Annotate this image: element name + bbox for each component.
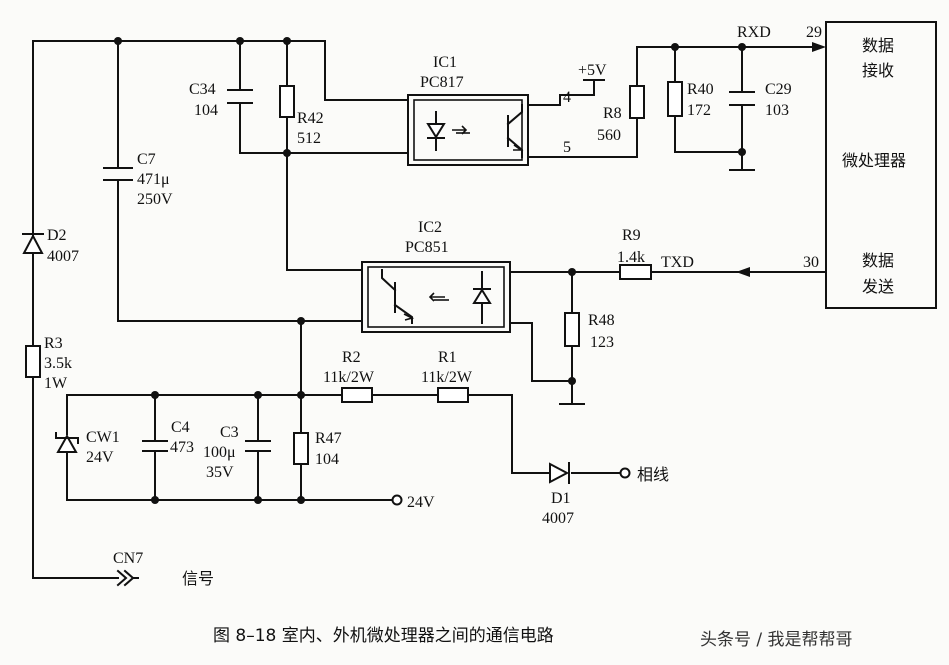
phase-label: 相线 bbox=[637, 465, 669, 484]
ic1-pin5: 5 bbox=[563, 139, 571, 156]
watermark: 头条号 / 我是帮帮哥 bbox=[700, 630, 853, 650]
phase-terminal bbox=[619, 467, 631, 479]
mcu-rx-line1: 数据 bbox=[862, 36, 894, 55]
r40-value: 172 bbox=[687, 102, 711, 119]
c4-value: 473 bbox=[170, 439, 194, 456]
resistor-r40 bbox=[667, 81, 683, 117]
labels: IC1 PC817 4 5 IC2 PC851 C34 104 R42 512 … bbox=[44, 24, 906, 650]
zener-diode-cw1 bbox=[55, 432, 79, 453]
capacitor-c29 bbox=[729, 91, 755, 106]
junction-dots bbox=[114, 37, 746, 504]
mcu-rx-line2: 接收 bbox=[862, 61, 894, 80]
r8-ref: R8 bbox=[603, 105, 622, 122]
diode-d2 bbox=[22, 227, 44, 254]
resistor-r47 bbox=[293, 432, 309, 465]
r47-ref: R47 bbox=[315, 430, 342, 447]
optocoupler-ic1 bbox=[407, 94, 529, 166]
r2-ref: R2 bbox=[342, 349, 361, 366]
c7-ref: C7 bbox=[137, 151, 156, 168]
r40-ref: R40 bbox=[687, 81, 714, 98]
resistor-r48 bbox=[564, 312, 580, 347]
resistor-r8 bbox=[629, 85, 645, 119]
d1-ref: D1 bbox=[551, 490, 571, 507]
r42-value: 512 bbox=[297, 130, 321, 147]
r3-value2: 1W bbox=[44, 375, 68, 392]
c7-value2: 250V bbox=[137, 191, 173, 208]
r9-ref: R9 bbox=[622, 227, 641, 244]
c34-ref: C34 bbox=[189, 81, 216, 98]
cn7-connector bbox=[116, 569, 139, 587]
d1-value: 4007 bbox=[542, 510, 574, 527]
capacitor-c3 bbox=[245, 440, 271, 452]
d2-value: 4007 bbox=[47, 248, 79, 265]
r48-ref: R48 bbox=[588, 312, 615, 329]
r1-ref: R1 bbox=[438, 349, 457, 366]
r9-value: 1.4k bbox=[617, 249, 645, 266]
resistor-r42 bbox=[279, 85, 295, 118]
figure-caption: 图 8–18 室内、外机微处理器之间的通信电路 bbox=[213, 626, 554, 646]
r3-value1: 3.5k bbox=[44, 355, 72, 372]
ic1-ref: IC1 bbox=[433, 54, 457, 71]
v24-label: 24V bbox=[407, 494, 435, 511]
ic1-part: PC817 bbox=[420, 74, 464, 91]
signal-label: 信号 bbox=[182, 569, 214, 588]
cw1-ref: CW1 bbox=[86, 429, 120, 446]
cw1-value: 24V bbox=[86, 449, 114, 466]
mcu-tx-line1: 数据 bbox=[862, 251, 894, 270]
r2-value: 11k/2W bbox=[323, 369, 375, 386]
ground-markers bbox=[559, 169, 755, 405]
diode-d1 bbox=[549, 462, 570, 484]
c34-value: 104 bbox=[194, 102, 218, 119]
ic2-part: PC851 bbox=[405, 239, 449, 256]
r1-value: 11k/2W bbox=[421, 369, 473, 386]
r42-ref: R42 bbox=[297, 110, 324, 127]
c3-ref: C3 bbox=[220, 424, 239, 441]
capacitor-c4 bbox=[142, 440, 168, 452]
rxd-label: RXD bbox=[737, 24, 771, 41]
mcu-title: 微处理器 bbox=[842, 151, 906, 170]
plus5v-label: +5V bbox=[578, 62, 607, 79]
c7-value1: 471μ bbox=[137, 171, 170, 188]
wires bbox=[32, 40, 827, 579]
rxd-arrow bbox=[812, 42, 826, 52]
c4-ref: C4 bbox=[171, 419, 190, 436]
resistor-r3 bbox=[25, 345, 41, 378]
cn7-label: CN7 bbox=[113, 550, 143, 567]
c3-value2: 35V bbox=[206, 464, 234, 481]
c29-ref: C29 bbox=[765, 81, 792, 98]
v24-terminal bbox=[391, 494, 403, 506]
txd-label: TXD bbox=[661, 254, 694, 271]
c29-value: 103 bbox=[765, 102, 789, 119]
pin29-label: 29 bbox=[806, 24, 822, 41]
mcu-tx-line2: 发送 bbox=[862, 277, 894, 296]
r8-value: 560 bbox=[597, 127, 621, 144]
ic1-pin4: 4 bbox=[563, 89, 571, 106]
pin30-label: 30 bbox=[803, 254, 819, 271]
optocoupler-ic2 bbox=[361, 261, 511, 333]
d2-ref: D2 bbox=[47, 227, 67, 244]
ic2-ref: IC2 bbox=[418, 219, 442, 236]
c3-value1: 100μ bbox=[203, 444, 236, 461]
capacitor-c34 bbox=[227, 89, 253, 104]
r47-value: 104 bbox=[315, 451, 339, 468]
r3-ref: R3 bbox=[44, 335, 63, 352]
resistor-r2 bbox=[341, 387, 373, 403]
resistor-r9 bbox=[619, 264, 652, 280]
capacitor-c7 bbox=[103, 167, 133, 181]
r48-value: 123 bbox=[590, 334, 614, 351]
resistor-r1 bbox=[437, 387, 469, 403]
txd-arrow bbox=[736, 267, 750, 277]
microprocessor-block bbox=[825, 21, 937, 309]
